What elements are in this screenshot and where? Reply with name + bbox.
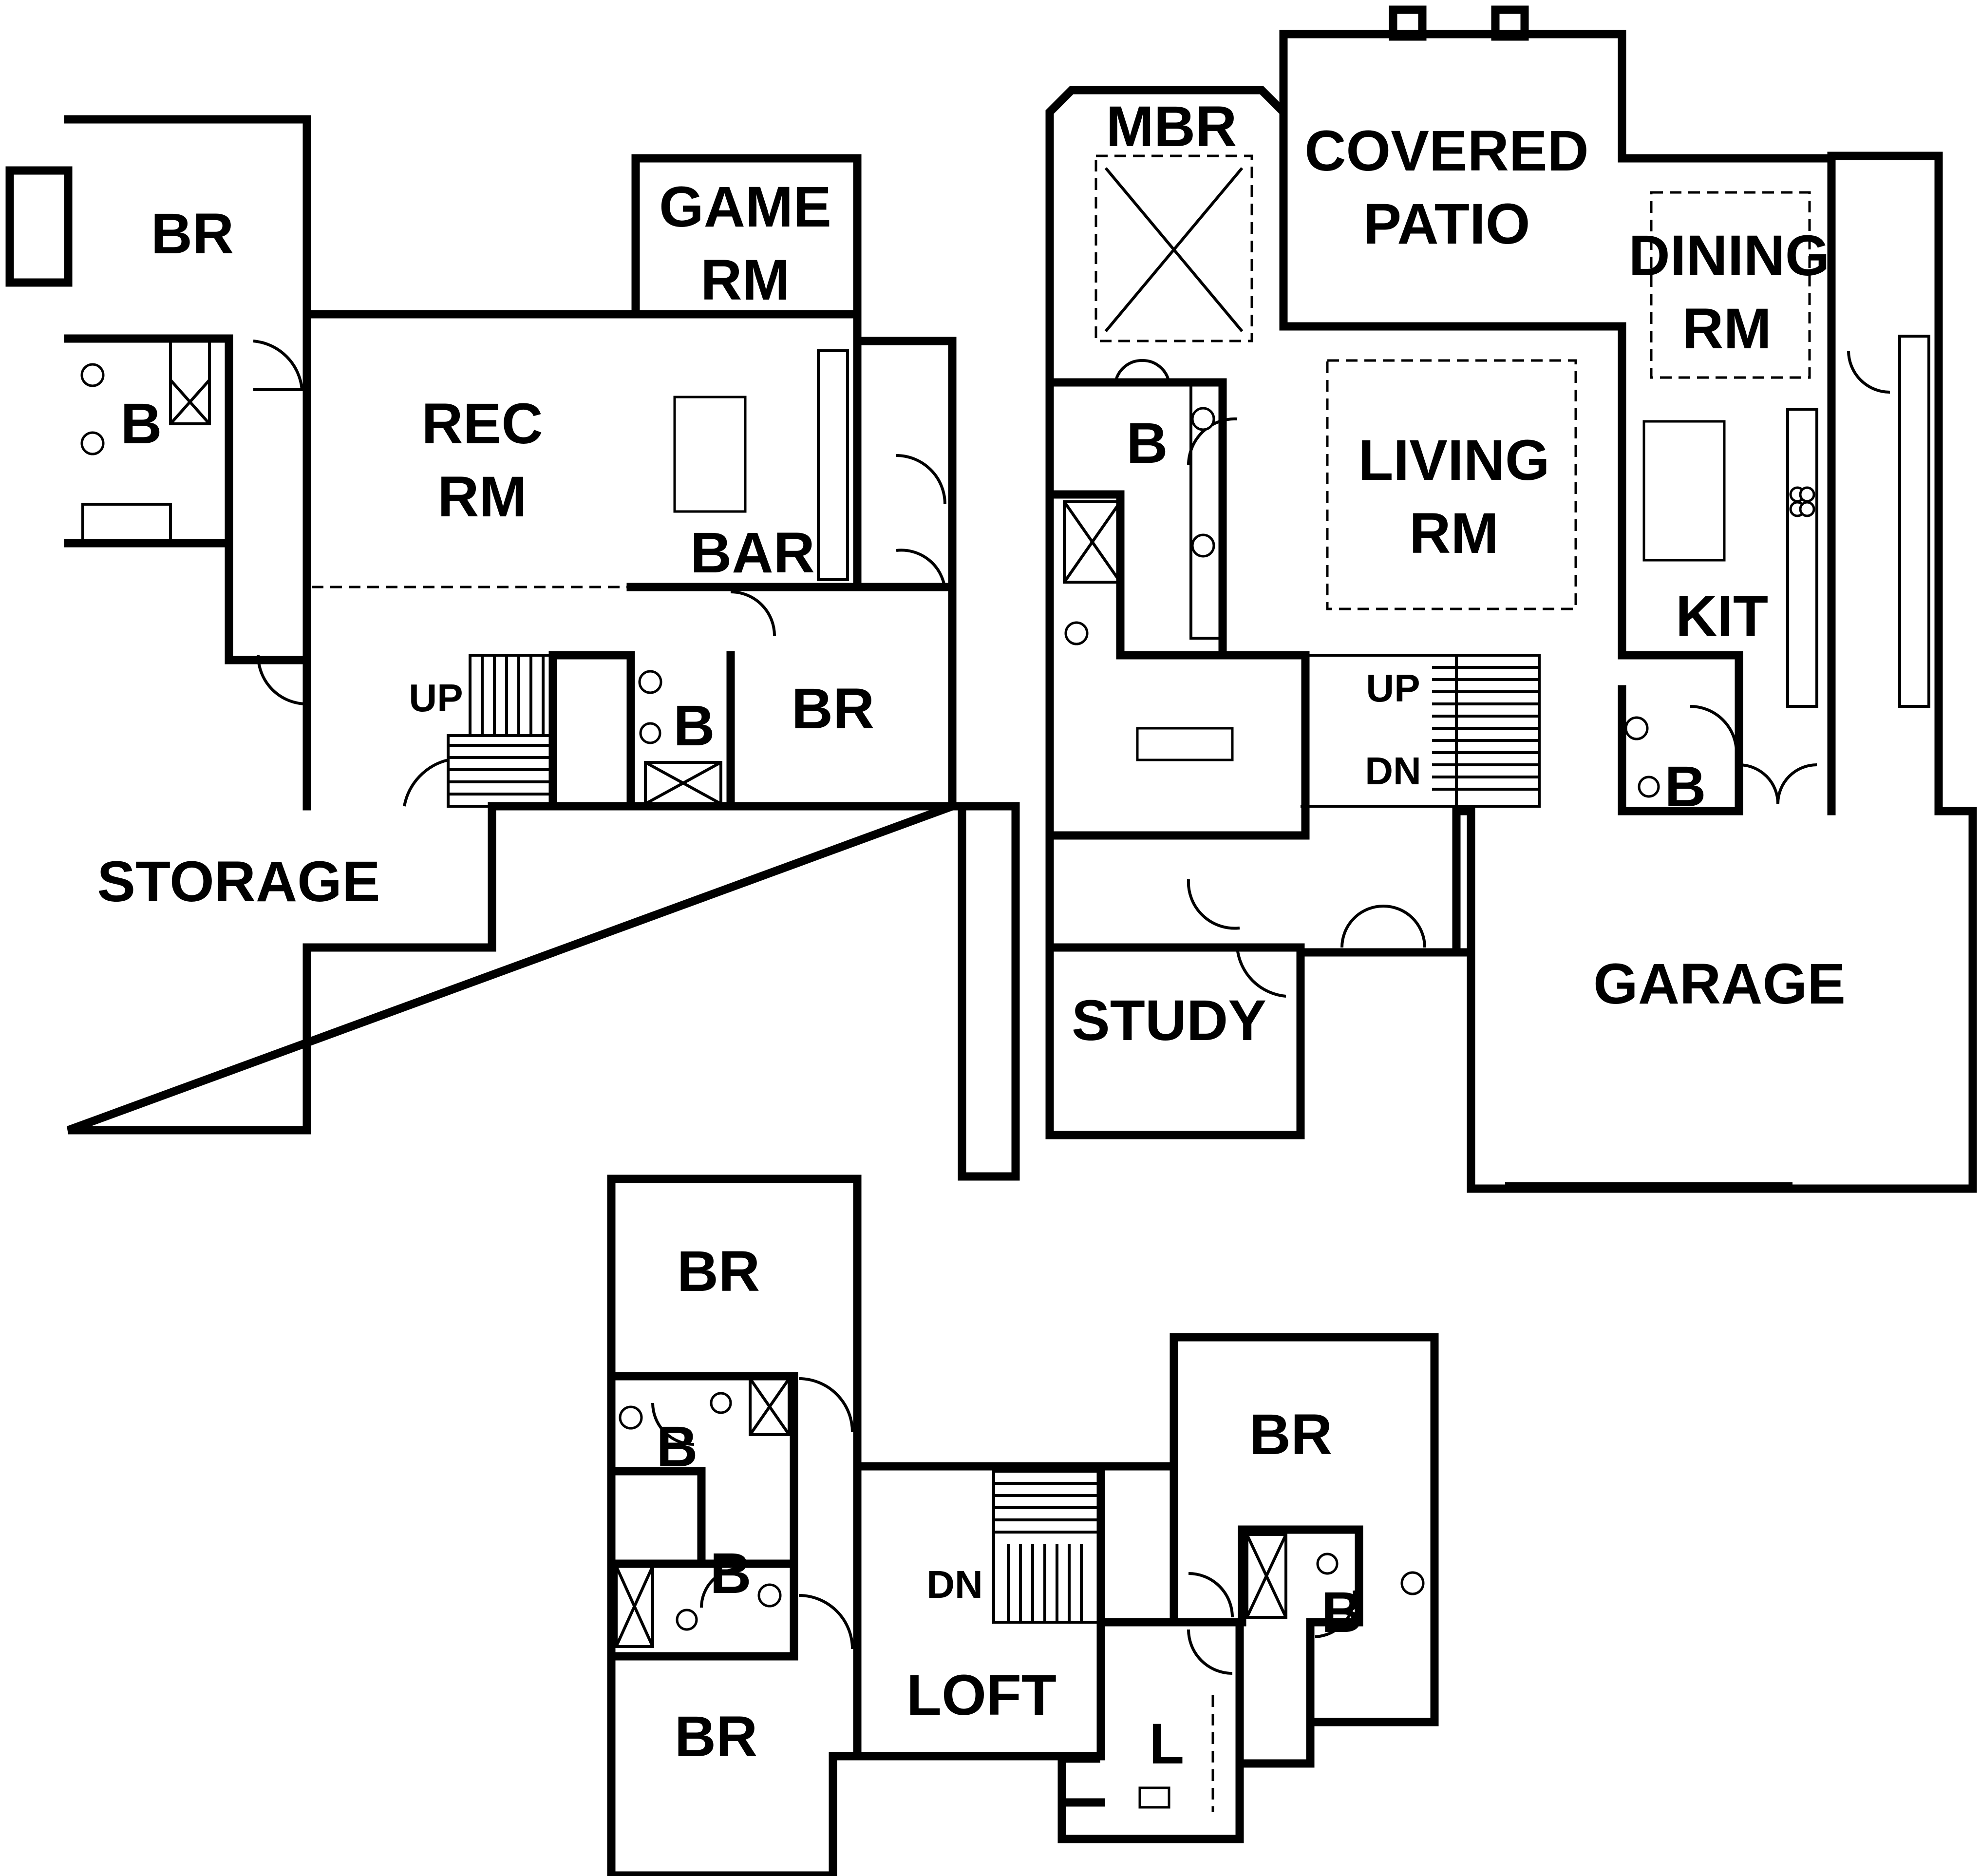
- covered-patio-label-line1: COVERED: [1304, 119, 1589, 183]
- lower-bath-mid-label: B: [673, 694, 715, 758]
- covered-patio-label-line2: PATIO: [1363, 192, 1530, 256]
- dining-rm-label-line1: DINING: [1629, 224, 1830, 288]
- powder-bath-label: B: [1664, 755, 1706, 819]
- living-rm-label-line2: RM: [1409, 501, 1499, 566]
- game-rm-label-line1: GAME: [659, 175, 831, 239]
- storage-label: STORAGE: [97, 850, 380, 914]
- upper-br-top-label: BR: [677, 1239, 760, 1304]
- lower-level-outer-wall: [64, 115, 1020, 1181]
- dining-rm-label-line2: RM: [1682, 297, 1772, 361]
- upper-bath-a-label: B: [656, 1415, 698, 1479]
- upper-br-bottom-label: BR: [675, 1705, 757, 1769]
- upper-bath-c-label: B: [1321, 1580, 1362, 1645]
- garage-label: GARAGE: [1593, 952, 1846, 1016]
- study-label: STUDY: [1072, 988, 1266, 1053]
- main-level-plan: [1045, 5, 1977, 1193]
- laundry-label: L: [1149, 1712, 1184, 1776]
- lower-level-plan: [5, 115, 1020, 1181]
- main-stair-dn-label: DN: [1365, 749, 1421, 793]
- kit-label: KIT: [1676, 584, 1768, 648]
- lower-stair-up-label: UP: [409, 676, 463, 720]
- lower-bath-label: B: [120, 392, 162, 456]
- mbr-label: MBR: [1106, 95, 1237, 159]
- upper-stair-dn-label: DN: [926, 1563, 983, 1606]
- rec-rm-label-line1: REC: [421, 392, 543, 456]
- living-rm-label-line1: LIVING: [1358, 428, 1549, 493]
- bar-label: BAR: [690, 521, 815, 585]
- upper-bath-b-label: B: [710, 1541, 751, 1606]
- lower-br-right-label: BR: [792, 677, 874, 741]
- upper-level-plan: [607, 1175, 1439, 1876]
- rec-rm-label-line2: RM: [437, 465, 527, 529]
- master-bath-label: B: [1126, 411, 1168, 475]
- lower-br-label: BR: [151, 202, 234, 266]
- game-rm-label-line2: RM: [700, 248, 790, 312]
- upper-br-right-label: BR: [1249, 1402, 1332, 1467]
- loft-label: LOFT: [906, 1663, 1057, 1727]
- main-stair-up-label: UP: [1366, 666, 1420, 710]
